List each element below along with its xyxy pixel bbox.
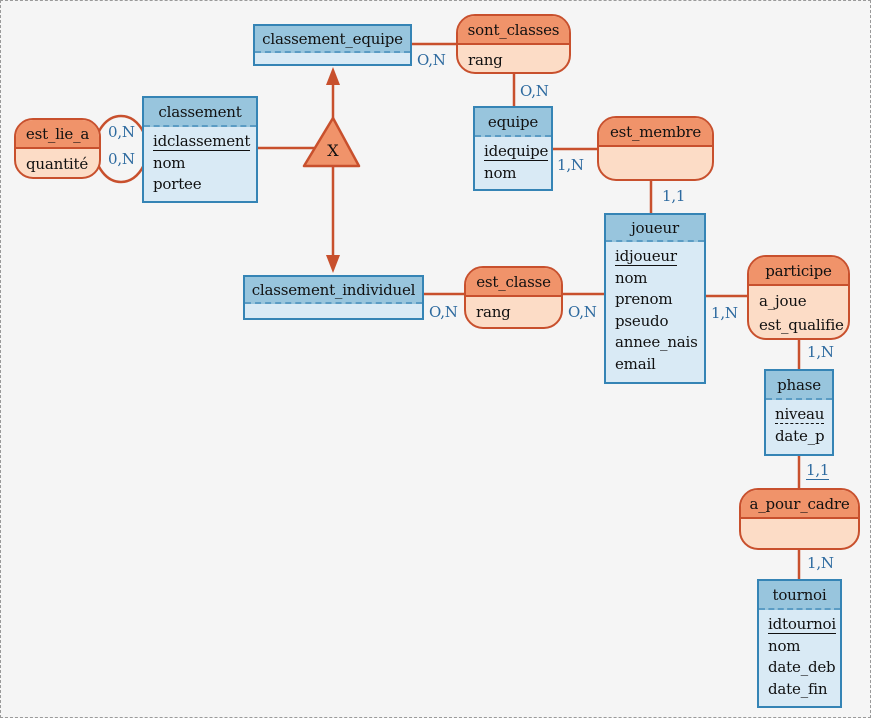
entity-title: classement_individuel: [245, 277, 422, 304]
relationship-title: a_pour_cadre: [741, 490, 858, 519]
attribute: nom: [484, 163, 517, 182]
relationship-est-lie-a: est_lie_a quantité: [14, 118, 101, 179]
entity-attributes: niveau date_p: [766, 400, 832, 449]
attribute: nom: [615, 268, 648, 287]
cardinality-est-classe-joueur: O,N: [568, 303, 597, 321]
attribute: nom: [153, 153, 186, 172]
attribute: prenom: [615, 290, 673, 308]
cardinality-a-pour-cadre-tournoi: 1,N: [807, 554, 834, 572]
relationship-title: sont_classes: [458, 16, 569, 45]
relationship-attributes: [741, 519, 858, 524]
entity-classement-individuel: classement_individuel: [243, 275, 424, 320]
entity-title: phase: [766, 371, 832, 400]
cardinality-est-membre-joueur: 1,1: [662, 187, 686, 205]
entity-attributes: idtournoi nom date_deb date_fin: [759, 610, 840, 702]
entity-attributes: idjoueur nom prenom pseudo annee_nais em…: [606, 242, 704, 377]
entity-title: classement_equipe: [255, 26, 410, 53]
attribute: rang: [476, 303, 511, 321]
attribute: annee_nais: [615, 333, 698, 351]
entity-classement-equipe: classement_equipe: [253, 24, 412, 66]
attribute: nom: [768, 636, 801, 655]
entity-title: tournoi: [759, 581, 840, 610]
entity-title: joueur: [606, 215, 704, 242]
relationship-title: est_lie_a: [16, 120, 99, 149]
arrowhead-down-icon: [326, 255, 340, 273]
cardinality-equipe-est-membre: 1,N: [557, 156, 584, 174]
attribute: email: [615, 354, 656, 373]
relationship-title: participe: [749, 257, 848, 286]
entity-equipe: equipe idequipe nom: [473, 106, 553, 191]
attribute: date_p: [775, 426, 825, 445]
cardinality-phase-a-pour-cadre: 1,1: [806, 461, 830, 480]
attribute: idjoueur: [615, 247, 677, 266]
cardinality-sont-classes-equipe: O,N: [520, 82, 549, 100]
attribute: date_deb: [768, 658, 836, 676]
attribute: idequipe: [484, 142, 549, 161]
cardinality-joueur-participe: 1,N: [711, 304, 738, 322]
entity-joueur: joueur idjoueur nom prenom pseudo annee_…: [604, 213, 706, 384]
cardinality-classement-equipe-sont-classes: O,N: [417, 51, 446, 69]
entity-attributes: idclassement nom portee: [144, 127, 256, 198]
attribute: niveau: [775, 405, 825, 424]
cardinality-est-lie-a-top: 0,N: [108, 123, 135, 141]
attribute: quantité: [26, 155, 88, 173]
relationship-est-classe: est_classe rang: [464, 266, 563, 329]
inheritance-symbol: X: [327, 141, 339, 160]
relationship-a-pour-cadre: a_pour_cadre: [739, 488, 860, 550]
relationship-est-membre: est_membre: [597, 116, 714, 181]
relationship-participe: participe a_joue est_qualifie: [747, 255, 850, 340]
cardinality-classement-individuel-est-classe: O,N: [429, 303, 458, 321]
relationship-title: est_classe: [466, 268, 561, 297]
attribute: rang: [468, 51, 503, 69]
entity-title: equipe: [475, 108, 551, 137]
relationship-attributes: quantité: [16, 149, 99, 177]
relationship-attributes: rang: [466, 297, 561, 326]
cardinality-participe-phase: 1,N: [807, 343, 834, 361]
entity-classement: classement idclassement nom portee: [142, 96, 258, 203]
relationship-attributes: [599, 147, 712, 152]
arrowhead-up-icon: [326, 67, 340, 85]
attribute: est_qualifie: [759, 316, 844, 334]
relationship-attributes: a_joue est_qualifie: [749, 286, 848, 338]
attribute: idtournoi: [768, 615, 836, 634]
relationship-attributes: rang: [458, 45, 569, 72]
inheritance-triangle: [302, 116, 361, 168]
entity-title: classement: [144, 98, 256, 127]
relationship-title: est_membre: [599, 118, 712, 147]
entity-tournoi: tournoi idtournoi nom date_deb date_fin: [757, 579, 842, 708]
attribute: date_fin: [768, 679, 828, 698]
entity-attributes: [245, 304, 422, 310]
entity-attributes: idequipe nom: [475, 137, 551, 186]
attribute: pseudo: [615, 311, 669, 330]
attribute: idclassement: [153, 132, 251, 151]
entity-phase: phase niveau date_p: [764, 369, 834, 456]
relationship-sont-classes: sont_classes rang: [456, 14, 571, 74]
entity-attributes: [255, 53, 410, 59]
cardinality-est-lie-a-bottom: 0,N: [108, 150, 135, 168]
attribute: portee: [153, 175, 202, 193]
attribute: a_joue: [759, 292, 807, 310]
